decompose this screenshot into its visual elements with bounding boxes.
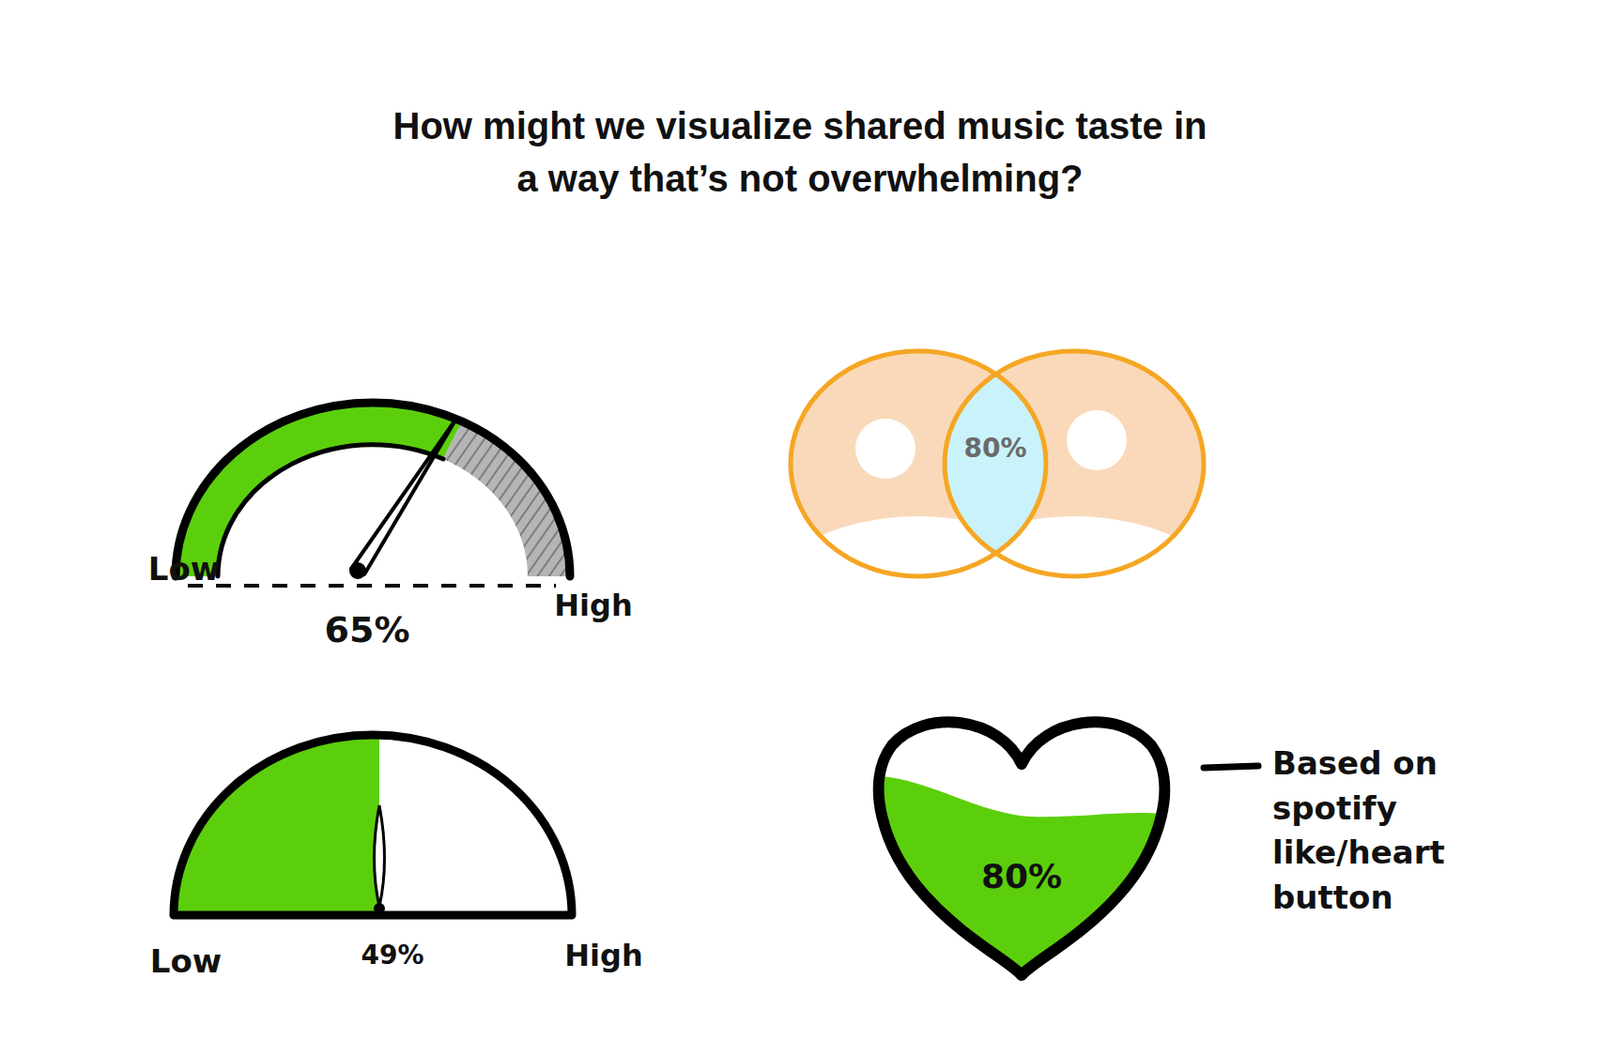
gauge-label: 49% — [360, 939, 424, 972]
heart-outline — [861, 706, 1182, 985]
gauge-label: High — [564, 938, 643, 974]
percentage-value: 80% — [946, 432, 1045, 465]
venn-overlap: 80% — [946, 413, 1045, 485]
gauge-one — [175, 402, 570, 586]
annotation-note: Based on spotify like/heart button — [1272, 741, 1498, 921]
percentage-value: 80% — [861, 856, 1182, 897]
venn-illustration — [758, 351, 1234, 705]
title: How might we visualize shared music tast… — [382, 99, 1218, 205]
gauge-two — [173, 723, 572, 921]
gauge-label: High — [553, 587, 632, 624]
leader-dash — [1203, 766, 1259, 769]
gauge-label: 65% — [324, 609, 411, 653]
gauge-label: Low — [150, 942, 222, 982]
gauge-label: Low — [148, 550, 220, 589]
heart-shape: 80% — [861, 706, 1182, 985]
